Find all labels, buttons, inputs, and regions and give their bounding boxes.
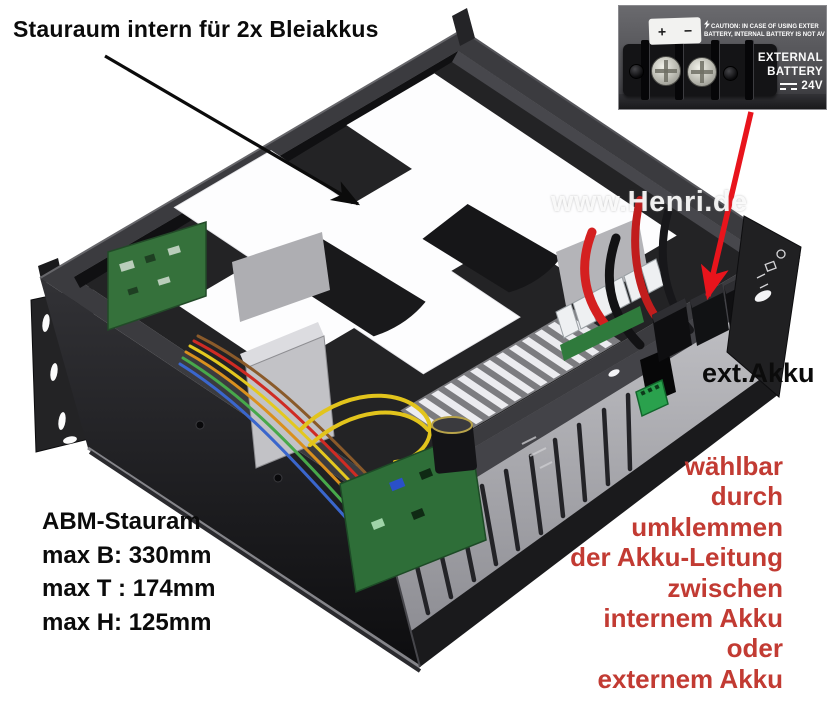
- red-note-line: wählbar: [684, 451, 783, 481]
- voltage-label: 24V: [801, 80, 823, 92]
- wire-bundle: [178, 334, 380, 520]
- battery-cables: [580, 196, 694, 350]
- rack-ear-right: [726, 215, 802, 398]
- divider-wedge: [422, 204, 561, 293]
- lightning-bolt-icon: [704, 20, 710, 29]
- minus-sign: −: [683, 22, 693, 39]
- terminal-fin: [641, 40, 649, 100]
- red-note-line: oder: [726, 633, 783, 664]
- philips-screw-icon: [687, 57, 717, 87]
- ext-akku-arrow: [700, 111, 754, 301]
- red-note-line: der Akku-Leitung: [570, 542, 783, 573]
- abm-line: max B: 330mm: [42, 541, 212, 569]
- screw-icon: [723, 66, 738, 81]
- dc-symbol-icon: [780, 82, 798, 90]
- abm-line: max H: 125mm: [42, 608, 212, 636]
- abm-line: ABM-Stauram: [42, 508, 201, 535]
- red-note-line: zwischen: [667, 572, 783, 603]
- philips-screw-icon: [651, 56, 681, 86]
- inset-shadow-strip: [619, 94, 826, 109]
- polarity-label: + −: [648, 17, 702, 45]
- abm-line: max T : 174mm: [42, 575, 216, 602]
- metal-bracket: [556, 218, 648, 306]
- terminal-block: [623, 40, 777, 100]
- internal-pcb: [107, 220, 207, 332]
- inset-photo-external-battery: + − CAUTION: IN CASE OF USING EXTER BATT…: [618, 5, 827, 110]
- plus-sign: +: [657, 23, 667, 40]
- white-template: [173, 73, 677, 375]
- pcb-components: [119, 245, 181, 296]
- capacitor: [431, 416, 477, 474]
- terminal-fin: [745, 40, 753, 100]
- red-note: wählbar durch umklemmen der Akku-Leitung…: [570, 451, 783, 694]
- red-note-line: umklemmen: [631, 511, 783, 542]
- red-note-line: internem Akku: [603, 603, 783, 634]
- red-note-line: durch: [710, 481, 783, 512]
- external-battery-label: EXTERNAL BATTERY 24V: [757, 52, 823, 92]
- green-terminal-block: [635, 378, 669, 418]
- rear-pcb-edge: [560, 306, 644, 361]
- chassis-top-rim: [39, 8, 801, 504]
- screw-icon: [629, 64, 644, 79]
- metal-bracket: [232, 232, 330, 322]
- caution-text: CAUTION: IN CASE OF USING EXTER BATTERY,…: [704, 19, 826, 39]
- red-note-line: externem Akku: [597, 663, 783, 694]
- bottom-pcb-components: [370, 468, 434, 530]
- ext-akku-label: ext.Akku: [702, 358, 815, 388]
- abm-dimensions: ABM-Stauram max B: 330mm max T : 174mm m…: [42, 505, 215, 639]
- watermark: www.Henri.de: [551, 186, 748, 218]
- vent-band: [386, 281, 796, 631]
- page-title: Stauraum intern für 2x Bleiakkus: [13, 16, 379, 42]
- storage-arrow: [104, 54, 361, 206]
